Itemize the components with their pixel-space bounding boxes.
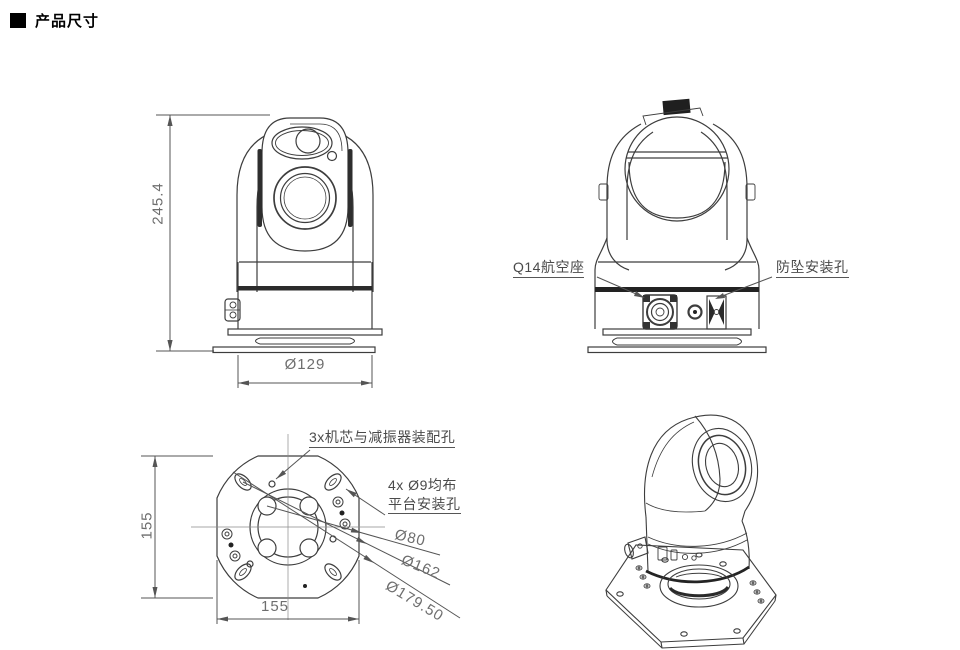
- page-header: 产品尺寸: [10, 10, 99, 31]
- iso-screw-group-right: [749, 580, 765, 604]
- screw-hole-group-left: [221, 528, 241, 562]
- iso-plate-opening: [659, 564, 739, 608]
- front-small-sensor: [326, 150, 338, 162]
- front-height-dimension-lines: [156, 114, 270, 352]
- bottom-height-dim-text: 155: [138, 511, 156, 540]
- front-head: [261, 117, 349, 252]
- front-view-drawing: [156, 114, 383, 388]
- platform-holes-label-line2: 平台安装孔: [388, 496, 461, 514]
- iso-side-bracket: [624, 536, 649, 560]
- damper-holes-label: 3x机芯与减振器装配孔: [309, 429, 456, 448]
- page-title: 产品尺寸: [35, 13, 100, 30]
- antifall-hole-label: 防坠安装孔: [776, 259, 849, 278]
- platform-mount-slot: [324, 473, 342, 491]
- antifall-bracket-drawing: [706, 295, 727, 330]
- front-height-dim-text: 245.4: [149, 182, 167, 225]
- platform-mount-slot: [234, 563, 252, 581]
- rear-center-hole: [687, 304, 703, 320]
- platform-holes-label-line1: 4x Ø9均布: [388, 477, 457, 493]
- platform-mount-slot: [324, 563, 342, 581]
- bottom-leader-lines: [232, 449, 461, 619]
- front-camera-outline: [212, 117, 383, 354]
- rear-leader-lines: [596, 276, 773, 299]
- title-bullet-icon: [10, 13, 26, 28]
- rear-top-connector: [662, 98, 691, 116]
- iso-base-plate: [605, 544, 777, 643]
- iso-dark-band: [645, 565, 750, 584]
- iso-lens: [691, 427, 753, 503]
- rear-dark-band: [595, 287, 759, 292]
- platform-holes-label: 4x Ø9均布 平台安装孔: [388, 476, 461, 514]
- front-ir-window: [271, 126, 333, 160]
- damper-hole: [268, 480, 276, 488]
- iso-head: [643, 414, 759, 522]
- front-lens-outer: [273, 166, 337, 230]
- damper-hole: [246, 560, 254, 568]
- front-diameter-dim-text: Ø129: [284, 356, 326, 373]
- rear-inner-ball: [628, 161, 726, 219]
- screw-hole-group-right: [332, 496, 351, 530]
- rear-camera-outline: [587, 98, 767, 354]
- front-diameter-dimension-lines: [237, 355, 373, 388]
- q14-connector-drawing: [642, 294, 678, 330]
- bottom-dimension-lines: [141, 455, 360, 624]
- isometric-view-drawing: [605, 414, 777, 649]
- iso-screw-group-left: [635, 565, 651, 589]
- rear-view-drawing: [587, 98, 773, 354]
- bottom-centerlines: [191, 434, 385, 620]
- bottom-view-drawing: [141, 434, 461, 624]
- q14-connector-label: Q14航空座: [513, 259, 585, 278]
- front-dark-band: [238, 286, 372, 291]
- bottom-width-dim-text: 155: [260, 598, 290, 615]
- platform-mount-slot: [234, 473, 252, 491]
- rear-dome: [624, 116, 730, 222]
